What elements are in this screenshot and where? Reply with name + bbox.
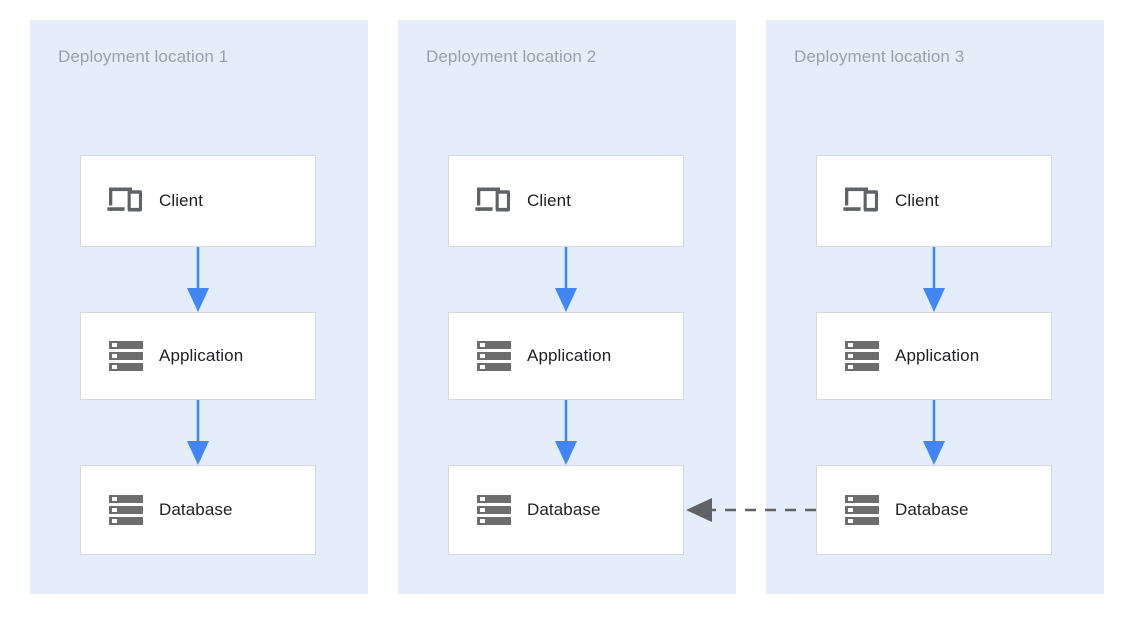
node-label: Application — [895, 346, 980, 365]
node-label: Database — [159, 500, 233, 519]
devices-icon — [103, 186, 149, 216]
server-icon — [103, 494, 149, 526]
node-application-1[interactable]: Application — [80, 312, 316, 400]
node-label: Client — [527, 191, 572, 210]
node-client-3[interactable]: Client — [816, 155, 1052, 247]
node-client-1[interactable]: Client — [80, 155, 316, 247]
node-database-2[interactable]: Database — [448, 465, 684, 555]
server-icon — [471, 340, 517, 372]
node-label: Client — [895, 191, 940, 210]
node-label: Database — [527, 500, 601, 519]
node-database-3[interactable]: Database — [816, 465, 1052, 555]
deployment-location-panel-2: Deployment location 2 Client — [398, 20, 736, 594]
node-label: Client — [159, 191, 204, 210]
server-icon — [839, 340, 885, 372]
node-application-3[interactable]: Application — [816, 312, 1052, 400]
node-label: Database — [895, 500, 969, 519]
deployment-location-panel-3: Deployment location 3 Client — [766, 20, 1104, 594]
node-label: Application — [159, 346, 244, 365]
server-icon — [839, 494, 885, 526]
panel-title: Deployment location 1 — [58, 47, 229, 66]
node-database-1[interactable]: Database — [80, 465, 316, 555]
panel-title: Deployment location 3 — [794, 47, 965, 66]
panel-title: Deployment location 2 — [426, 47, 597, 66]
deployment-location-panel-1: Deployment location 1 Client — [30, 20, 368, 594]
server-icon — [471, 494, 517, 526]
devices-icon — [839, 186, 885, 216]
node-application-2[interactable]: Application — [448, 312, 684, 400]
node-label: Application — [527, 346, 612, 365]
devices-icon — [471, 186, 517, 216]
node-client-2[interactable]: Client — [448, 155, 684, 247]
server-icon — [103, 340, 149, 372]
